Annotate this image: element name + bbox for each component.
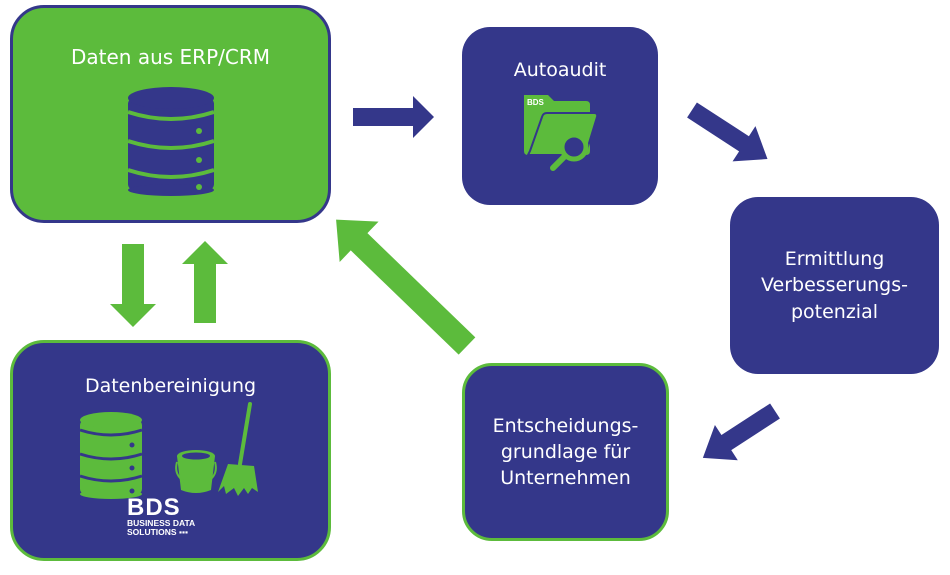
bucket-icon bbox=[175, 450, 217, 493]
bds-tagline-1: BUSINESS DATA bbox=[127, 518, 196, 528]
node-title: Daten aus ERP/CRM bbox=[71, 45, 270, 69]
node-title-line-2: grundlage für bbox=[500, 440, 631, 463]
node-title: Autoaudit bbox=[513, 59, 607, 81]
arrow-bereinigung-to-erp bbox=[182, 241, 228, 323]
bds-tagline-2: SOLUTIONS ▪▪▪ bbox=[127, 527, 188, 537]
node-title: Datenbereinigung bbox=[84, 375, 257, 397]
database-icon bbox=[79, 412, 143, 499]
folder-search-icon: BDS bbox=[524, 95, 599, 172]
database-icon bbox=[126, 86, 215, 196]
node-title-line-3: Unternehmen bbox=[500, 467, 631, 490]
arrow-entscheidung-to-erp bbox=[336, 219, 476, 355]
arrow-erp-to-bereinigung bbox=[110, 244, 156, 327]
node-title-line-1: Entscheidungs- bbox=[492, 414, 639, 437]
arrow-erp-to-autoaudit bbox=[353, 96, 434, 138]
node-title-line-2: Verbesserungs- bbox=[761, 274, 908, 297]
broom-icon bbox=[218, 402, 258, 496]
node-title-line-1: Ermittlung bbox=[784, 248, 885, 271]
svg-text:BDS: BDS bbox=[527, 98, 545, 107]
node-entscheidungsgrundlage: Entscheidungs- grundlage für Unternehmen bbox=[462, 363, 669, 541]
node-ermittlung-verbesserungspotenzial: Ermittlung Verbesserungs- potenzial bbox=[730, 197, 939, 374]
node-autoaudit: Autoaudit BDS bbox=[462, 27, 658, 205]
node-datenbereinigung: Datenbereinigung bbox=[10, 340, 331, 561]
arrow-autoaudit-to-ermittlung bbox=[687, 102, 768, 162]
arrow-ermittlung-to-entscheidung bbox=[702, 403, 780, 461]
bds-logo: BDS bbox=[127, 494, 181, 521]
node-erp-crm: Daten aus ERP/CRM bbox=[10, 5, 331, 223]
bds-brand-logo: BDS BUSINESS DATA SOLUTIONS ▪▪▪ bbox=[127, 494, 196, 537]
node-title-line-3: potenzial bbox=[790, 300, 879, 323]
